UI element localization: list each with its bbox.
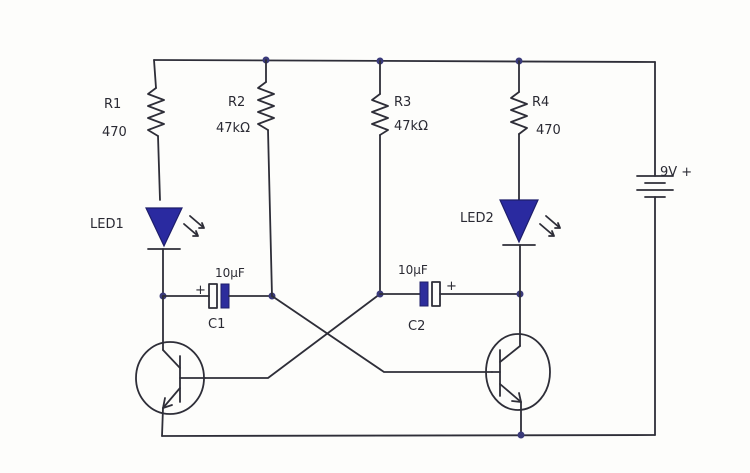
transistor-q2	[485, 293, 551, 436]
r4-name: R4	[532, 95, 549, 110]
r1-value: 470	[102, 125, 127, 140]
capacitor-c1	[162, 283, 273, 309]
cross-wire	[204, 293, 381, 379]
battery-label: 9V +	[660, 165, 692, 180]
r3-value: 47kΩ	[394, 119, 428, 134]
cross-wire	[271, 295, 493, 373]
battery-9v	[636, 61, 674, 436]
resistor-r3	[371, 60, 389, 295]
junction-node	[517, 431, 525, 439]
r2-value: 47kΩ	[216, 121, 250, 136]
r4-value: 470	[536, 123, 561, 138]
bottom-rail-wire	[161, 434, 656, 437]
r3-name: R3	[394, 95, 411, 110]
c2-name: C2	[408, 319, 425, 334]
resistor-r1	[147, 59, 165, 201]
capacitor-c2	[379, 281, 521, 307]
c1-value: 10µF	[215, 266, 245, 280]
led1-label: LED1	[90, 217, 124, 232]
c2-polarity: +	[446, 279, 457, 294]
led2-label: LED2	[460, 211, 494, 226]
top-rail-wire	[153, 59, 656, 63]
c2-value: 10µF	[398, 263, 428, 277]
led2	[499, 199, 561, 295]
resistor-r4	[510, 60, 528, 201]
transistor-q1	[135, 295, 206, 437]
r1-name: R1	[104, 97, 121, 112]
resistor-r2	[257, 59, 275, 297]
c1-name: C1	[208, 317, 225, 332]
led1	[145, 207, 205, 297]
r2-name: R2	[228, 95, 245, 110]
c1-polarity: +	[195, 283, 206, 298]
